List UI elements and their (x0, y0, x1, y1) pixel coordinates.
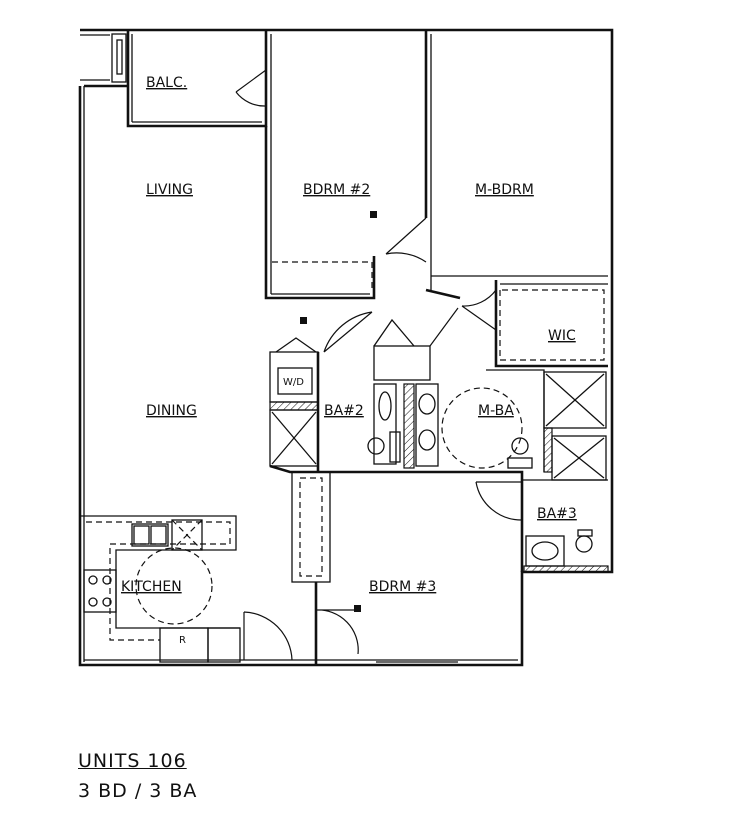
unit-subtitle: 3 BD / 3 BA (78, 780, 198, 802)
master-bath-fixtures (415, 369, 607, 481)
balcony-area (126, 30, 268, 128)
master-bedroom-walls (425, 275, 608, 368)
master-bedroom-label: M-BDRM (475, 182, 534, 198)
unit-title: UNITS 106 (78, 750, 187, 772)
bedroom3-walls (291, 471, 458, 665)
bath3-fixtures (475, 479, 609, 573)
bath2-label: BA#2 (324, 403, 364, 419)
bedroom2-label: BDRM #2 (303, 182, 370, 198)
wic-label: WIC (548, 328, 576, 344)
living-label: LIVING (146, 182, 193, 198)
balcony-label: BALC. (146, 75, 187, 91)
bedroom3-label: BDRM #3 (369, 579, 436, 595)
kitchen-fixtures (80, 515, 518, 663)
kitchen-label: KITCHEN (121, 579, 182, 595)
bath3-label: BA#3 (537, 506, 577, 522)
washer-dryer-label: W/D (283, 377, 304, 388)
hall-utility (269, 307, 524, 572)
bath2-fixtures (367, 383, 415, 469)
outlet-markers (300, 211, 377, 612)
dining-label: DINING (146, 403, 197, 419)
master-bath-label: M-BA (478, 403, 514, 419)
bedroom2-walls (264, 30, 432, 300)
refrigerator-label: R (179, 635, 186, 646)
